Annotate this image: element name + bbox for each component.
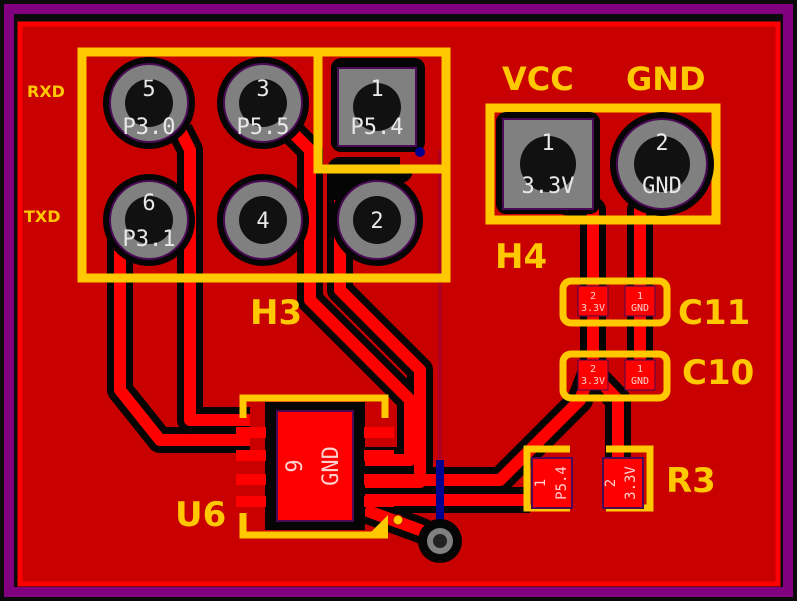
h3-connector[interactable] <box>103 57 425 266</box>
r3-pad-2-number: 2 <box>603 479 619 487</box>
c11-pad-2-net: 3.3V <box>581 303 605 314</box>
rxd-label: RXD <box>27 82 65 101</box>
h3-pin-2[interactable] <box>331 174 423 266</box>
h3-pin-1[interactable] <box>331 58 425 152</box>
c11-pad-1[interactable] <box>624 285 656 317</box>
h3-pin-5[interactable] <box>103 57 195 149</box>
h4-pin-2[interactable] <box>610 112 714 216</box>
c11-capacitor[interactable] <box>559 277 671 327</box>
pin1-marker <box>415 147 425 157</box>
c11-pad-2-number: 2 <box>590 291 596 302</box>
c10-pad-2-number: 2 <box>590 364 596 375</box>
u6-pins[interactable] <box>236 427 394 507</box>
h3-pin-2-number: 2 <box>370 209 383 234</box>
h3-pin-4-number: 4 <box>256 209 269 234</box>
c10-pad-1-net: GND <box>631 376 649 387</box>
h4-silkscreen <box>485 103 721 225</box>
c11-pad-1-number: 1 <box>637 291 643 302</box>
h3-pin-1-net: P5.4 <box>351 115 404 140</box>
h4-pin-1-number: 1 <box>541 131 554 156</box>
h3-designator: H3 <box>250 293 302 333</box>
gnd-label: GND <box>626 60 706 98</box>
c10-pad-2-net: 3.3V <box>581 376 605 387</box>
h3-pin-5-number: 5 <box>142 77 155 102</box>
u6-pad-number: 9 <box>283 459 308 472</box>
u6-thermal-pad[interactable] <box>276 410 354 522</box>
c10-pad-2[interactable] <box>577 359 609 391</box>
h3-pin-3-number: 3 <box>256 77 269 102</box>
h4-connector[interactable] <box>496 112 714 216</box>
h3-pin-5-net: P3.0 <box>123 115 176 140</box>
h4-pin-1-net: 3.3V <box>522 174 575 199</box>
h3-pin-6-net: P3.1 <box>123 227 176 252</box>
h4-designator: H4 <box>495 237 547 277</box>
h3-silkscreen <box>77 47 451 283</box>
h4-pin-2-net: GND <box>642 174 682 199</box>
vcc-label: VCC <box>502 60 574 98</box>
r3-pad-2-net: 3.3V <box>623 466 639 500</box>
h4-pin-2-number: 2 <box>655 131 668 156</box>
c10-pad-1-number: 1 <box>637 364 643 375</box>
h3-pin-4[interactable] <box>217 174 309 266</box>
h3-pin-3-net: P5.5 <box>237 115 290 140</box>
via[interactable] <box>418 519 462 563</box>
r3-pad-1-net: P5.4 <box>554 466 570 500</box>
r3-resistor[interactable] <box>523 445 654 512</box>
h3-pin-1-number: 1 <box>370 77 383 102</box>
board-outline <box>4 4 793 597</box>
r3-pad-1-number: 1 <box>533 479 549 487</box>
r3-pad-2[interactable] <box>602 457 644 509</box>
c11-designator: C11 <box>678 293 750 333</box>
h3-pin-6[interactable] <box>103 174 195 266</box>
u6-pad-net: GND <box>319 446 344 486</box>
h3-pin-6-number: 6 <box>142 191 155 216</box>
c11-pad-2[interactable] <box>577 285 609 317</box>
txd-label: TXD <box>24 207 61 226</box>
r3-pad-1[interactable] <box>531 457 573 509</box>
c10-pad-1[interactable] <box>624 359 656 391</box>
h3-pin-3[interactable] <box>217 57 309 149</box>
u6-designator: U6 <box>175 495 226 535</box>
c10-capacitor[interactable] <box>559 350 671 402</box>
u6-ic[interactable] <box>236 394 404 539</box>
h4-pin-1[interactable] <box>496 112 600 214</box>
c11-pad-1-net: GND <box>631 303 649 314</box>
c10-designator: C10 <box>682 353 754 393</box>
r3-designator: R3 <box>666 461 716 501</box>
